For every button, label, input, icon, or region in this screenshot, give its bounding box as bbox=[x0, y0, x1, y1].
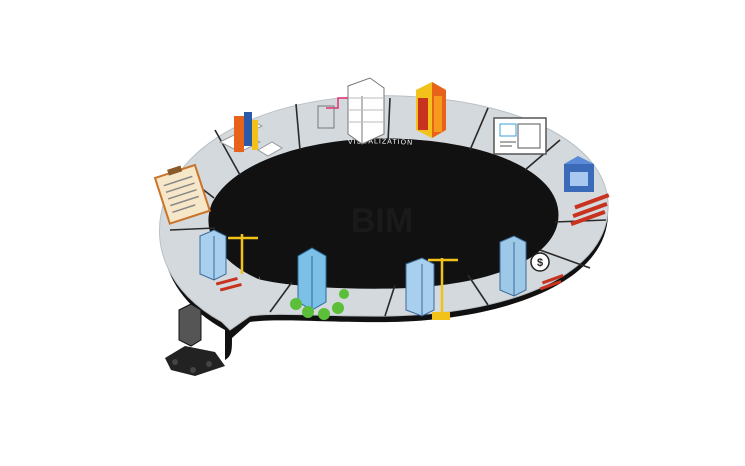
site-plan-icon bbox=[218, 112, 283, 157]
factory-icon bbox=[564, 156, 610, 227]
center-title: BIM bbox=[351, 202, 413, 240]
colored-building-icon bbox=[416, 82, 446, 138]
ring-label: VISUALIZATION bbox=[348, 138, 414, 146]
clipboard-icon bbox=[153, 163, 212, 225]
segment-dividers bbox=[169, 97, 607, 317]
svg-text:$: $ bbox=[537, 257, 543, 269]
crane-building-icon bbox=[405, 257, 458, 320]
blueprint-icon bbox=[493, 117, 547, 155]
tower-trees-icon bbox=[290, 247, 349, 320]
dollar-building-icon: $ bbox=[499, 235, 564, 297]
rubble-icon bbox=[165, 303, 225, 376]
wireframe-building-icon bbox=[317, 77, 385, 145]
crane-building-icon bbox=[199, 229, 258, 292]
